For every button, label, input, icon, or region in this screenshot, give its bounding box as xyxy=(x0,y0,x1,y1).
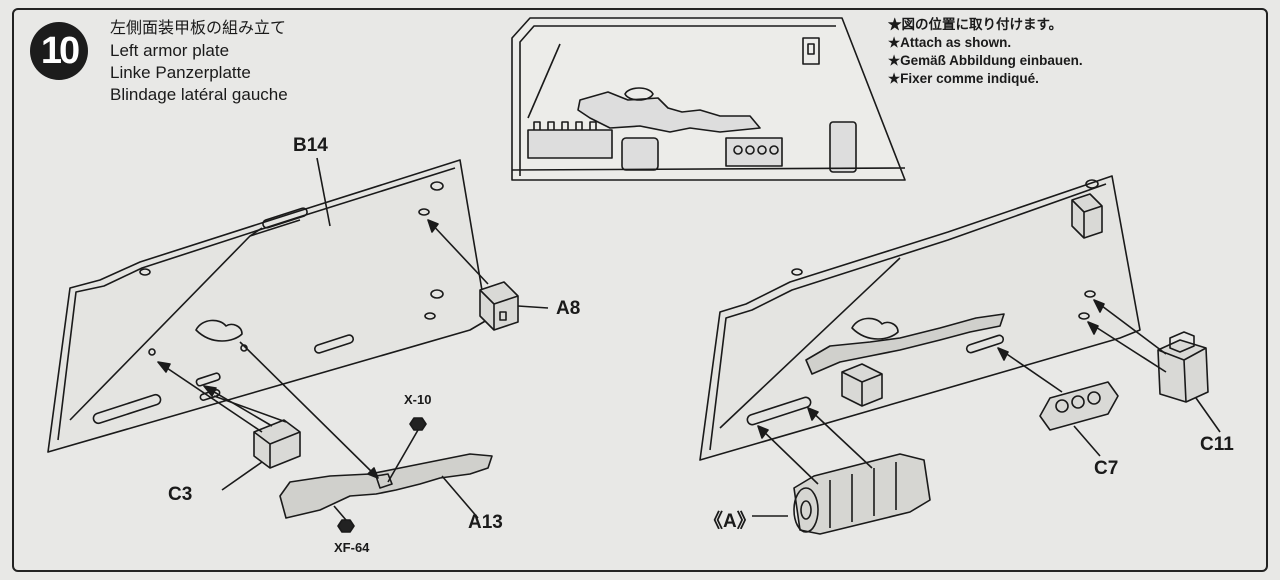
title-japanese: 左側面装甲板の組み立て xyxy=(110,20,287,37)
label-c7: C7 xyxy=(1094,458,1119,479)
label-c3: C3 xyxy=(168,484,193,505)
label-a8: A8 xyxy=(556,298,581,319)
note-de: ★Gemäß Abbildung einbauen. xyxy=(888,53,1083,68)
sub-assembly-a xyxy=(752,407,931,535)
note-jp: ★図の位置に取り付けます。 xyxy=(888,17,1063,32)
attach-notes: ★図の位置に取り付けます。 ★Attach as shown. ★Gemäß A… xyxy=(888,16,1083,88)
part-c7 xyxy=(997,347,1119,457)
step-frame xyxy=(12,8,1268,572)
label-a13: A13 xyxy=(468,512,503,533)
paint-markers xyxy=(333,417,427,533)
right-plate xyxy=(699,175,1141,461)
part-a8 xyxy=(427,219,549,331)
label-b14: B14 xyxy=(293,135,328,156)
part-c3 xyxy=(157,361,301,491)
left-plate-b14 xyxy=(47,159,488,453)
title-german: Linke Panzerplatte xyxy=(110,63,251,82)
label-sub-a: 《A》 xyxy=(704,511,756,532)
step-title: 左側面装甲板の組み立て Left armor plate Linke Panze… xyxy=(110,18,288,106)
note-fr: ★Fixer comme indiqué. xyxy=(888,71,1039,86)
part-c11 xyxy=(1087,299,1221,433)
title-english: Left armor plate xyxy=(110,41,230,60)
step-number-badge: 10 xyxy=(30,22,88,80)
label-xf64: XF-64 xyxy=(334,540,370,555)
reference-view xyxy=(511,17,906,181)
label-c11: C11 xyxy=(1200,434,1234,455)
note-en: ★Attach as shown. xyxy=(888,35,1012,50)
part-a13 xyxy=(239,341,493,519)
title-french: Blindage latéral gauche xyxy=(110,85,288,104)
label-x10: X-10 xyxy=(404,392,432,407)
